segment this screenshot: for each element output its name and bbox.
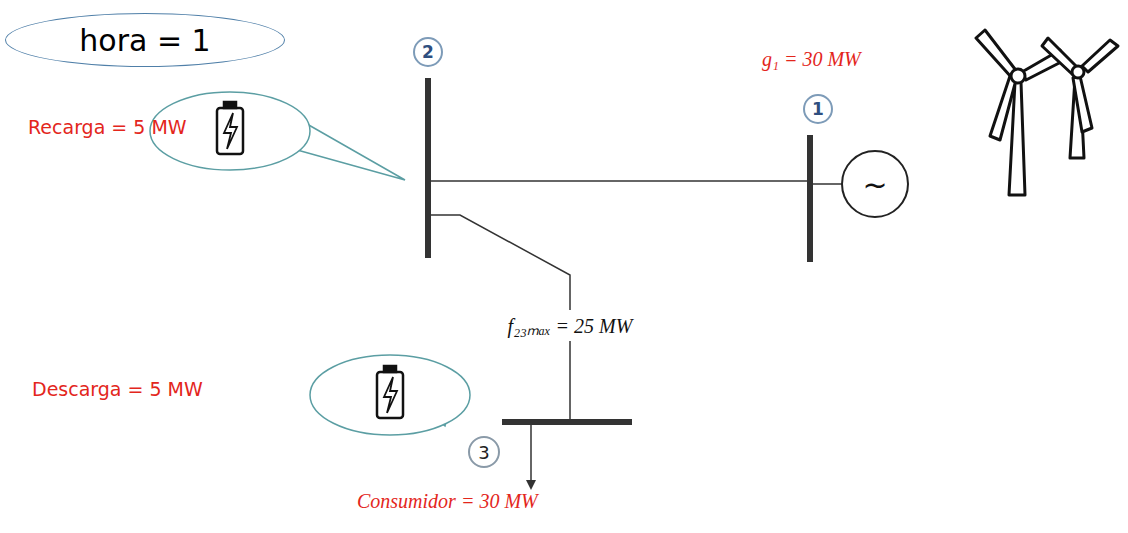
- line-1-2: [431, 180, 807, 182]
- bus-bar: [502, 419, 632, 425]
- generator-symbol: [842, 151, 908, 217]
- time-ellipse-text: hora = 1: [79, 23, 210, 58]
- bus-number-text: 1: [812, 99, 824, 119]
- bus-number: 2: [413, 37, 443, 67]
- battery-icon: [217, 102, 243, 154]
- callout-bubble: [310, 355, 470, 435]
- bus-number: 3: [468, 436, 500, 468]
- generation-label: g₁ = 30 MW: [762, 48, 861, 71]
- load-arrow: [530, 425, 532, 488]
- battery-icon: [377, 366, 403, 418]
- bus-number: 1: [803, 94, 833, 124]
- bus-number-text: 2: [422, 42, 434, 62]
- line-limit-label: f₂₃ₘₐₓ = 25 MW: [504, 310, 637, 341]
- charge-label: Recarga = 5 MW: [28, 116, 187, 138]
- bus-number-text: 3: [478, 442, 489, 463]
- bus-bar: [425, 78, 431, 258]
- generator-label-text: ~: [862, 167, 887, 202]
- bus-bar: [807, 135, 813, 262]
- wind-turbine: [1042, 38, 1118, 158]
- generator-wire: [813, 183, 842, 185]
- discharge-label: Descarga = 5 MW: [32, 378, 203, 400]
- callout-joint: [290, 125, 296, 150]
- load-label: Consumidor = 30 MW: [357, 490, 538, 513]
- generator-label: ~: [855, 164, 896, 205]
- time-ellipse: hora = 1: [5, 13, 285, 67]
